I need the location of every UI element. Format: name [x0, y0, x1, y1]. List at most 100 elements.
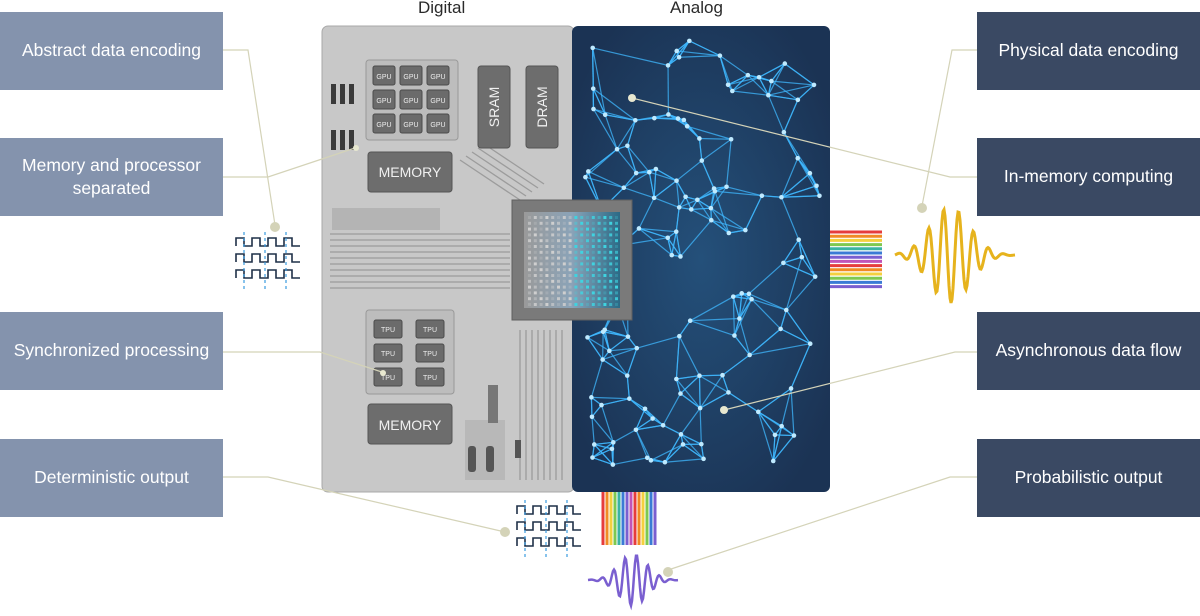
network-node: [756, 410, 761, 415]
network-node: [591, 107, 596, 112]
tpu-chip-label: TPU: [381, 327, 395, 334]
network-node: [607, 349, 612, 354]
core-cell: [598, 280, 601, 283]
square-wave-line: [236, 238, 300, 246]
network-node: [643, 407, 648, 412]
network-node: [634, 346, 639, 351]
gpu-chip-label: GPU: [430, 122, 445, 129]
network-node: [812, 83, 817, 88]
core-cell: [603, 257, 606, 260]
network-node: [661, 423, 666, 428]
square-wave-line: [517, 538, 581, 546]
network-node: [771, 459, 776, 464]
network-edge: [591, 397, 592, 416]
core-cell: [598, 286, 601, 289]
core-cell: [598, 303, 601, 306]
network-node: [633, 118, 638, 123]
network-node: [590, 455, 595, 460]
core-cell: [545, 297, 548, 300]
core-cell: [534, 274, 537, 277]
core-cell: [586, 286, 589, 289]
core-cell: [528, 233, 531, 236]
core-cell: [586, 216, 589, 219]
core-cell: [557, 233, 560, 236]
core-cell: [551, 233, 554, 236]
ribbon-cable-right: [830, 232, 882, 287]
gpu-chip-label: GPU: [376, 98, 391, 105]
core-cell: [609, 291, 612, 294]
core-cell: [598, 257, 601, 260]
tpu-chip-label: TPU: [381, 375, 395, 382]
core-cell: [551, 280, 554, 283]
core-cell: [574, 286, 577, 289]
core-cell: [580, 303, 583, 306]
network-node: [666, 63, 671, 68]
network-node: [652, 196, 657, 201]
square-wave-icon-left: [236, 232, 300, 290]
core-cell: [615, 251, 618, 254]
core-cell: [615, 268, 618, 271]
network-node: [737, 316, 742, 321]
memory-label-top: MEMORY: [379, 164, 442, 180]
network-node: [712, 186, 717, 191]
core-cell: [563, 228, 566, 231]
gpu-chip-label: GPU: [403, 98, 418, 105]
core-cell: [586, 228, 589, 231]
core-cell: [574, 245, 577, 248]
network-node: [677, 205, 682, 210]
network-node: [666, 112, 671, 117]
network-node: [677, 55, 682, 60]
core-cell: [545, 216, 548, 219]
core-cell: [574, 222, 577, 225]
network-node: [701, 457, 706, 462]
core-cell: [569, 262, 572, 265]
core-cell: [551, 274, 554, 277]
network-node: [622, 185, 627, 190]
network-node: [779, 424, 784, 429]
core-cell: [540, 257, 543, 260]
core-cell: [592, 280, 595, 283]
network-node: [729, 137, 734, 142]
core-cell: [563, 233, 566, 236]
core-cell: [615, 274, 618, 277]
core-cell: [580, 239, 583, 242]
network-node: [687, 39, 692, 44]
core-cell: [603, 222, 606, 225]
core-cell: [598, 268, 601, 271]
network-node: [739, 291, 744, 296]
core-cell: [615, 280, 618, 283]
dram-label: DRAM: [534, 86, 550, 127]
core-cell: [528, 216, 531, 219]
core-cell: [580, 251, 583, 254]
network-node: [649, 458, 654, 463]
core-cell: [580, 286, 583, 289]
network-node: [709, 218, 714, 223]
core-cell: [551, 228, 554, 231]
network-node: [689, 207, 694, 212]
core-cell: [586, 297, 589, 300]
core-cell: [528, 286, 531, 289]
core-cell: [545, 233, 548, 236]
core-cell: [569, 222, 572, 225]
core-cell: [563, 291, 566, 294]
core-cell: [545, 251, 548, 254]
ribbon-cable-bottom: [603, 492, 655, 545]
core-cell: [615, 216, 618, 219]
core-cell: [563, 297, 566, 300]
core-cell: [603, 274, 606, 277]
core-cell: [551, 291, 554, 294]
network-node: [637, 226, 642, 231]
network-node: [678, 391, 683, 396]
core-cell: [609, 262, 612, 265]
network-node: [782, 130, 787, 135]
core-cell: [574, 228, 577, 231]
core-cell: [540, 216, 543, 219]
network-node: [634, 427, 639, 432]
network-node: [795, 156, 800, 161]
network-node: [727, 231, 732, 236]
core-cell: [592, 245, 595, 248]
core-cell: [545, 222, 548, 225]
core-cell: [540, 228, 543, 231]
square-wave-line: [517, 522, 581, 530]
network-node: [627, 396, 632, 401]
